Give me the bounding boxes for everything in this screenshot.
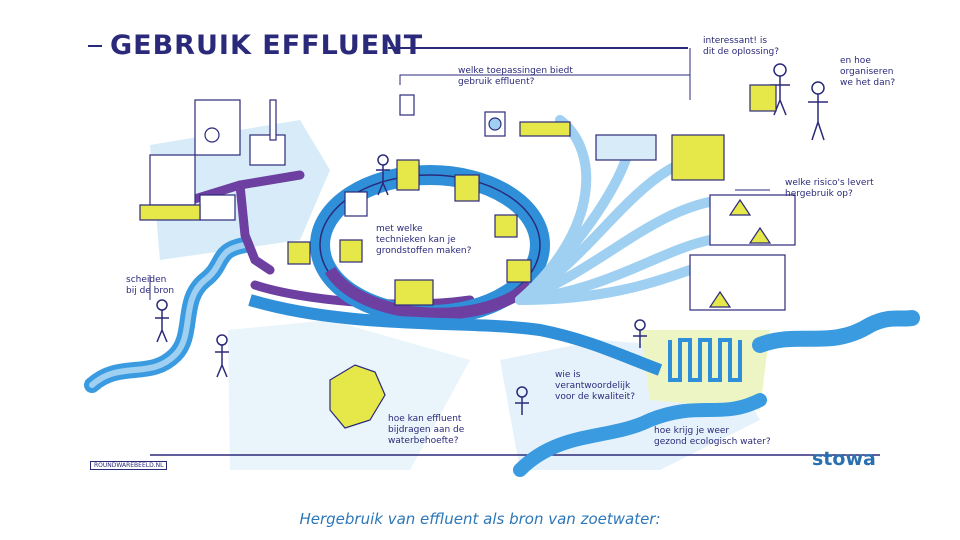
main-stream [248,294,663,376]
ring-nodes [287,159,532,306]
people [155,63,828,415]
illustrator-credit: ROUNDWAREBEELD.NL [90,461,168,470]
question-applications: welke toepassingen biedt gebruik effluen… [458,66,573,87]
question-ecology: hoe krijg je weer gezond ecologisch wate… [654,426,771,447]
question-techniques: met welke technieken kan je grondstoffen… [376,224,472,256]
callout-lines [149,48,770,300]
stowa-logo: stowa [812,448,876,470]
question-water-need: hoe kan effluent bijdragen aan de waterb… [388,414,465,446]
left-river-blue [89,242,248,388]
question-separate: scheiden bij de bron [126,275,175,296]
blue-streams [515,115,725,305]
central-ring [310,165,550,325]
title-area: GEBRUIK EFFLUENT [88,30,423,61]
question-solution: interessant! is dit de oplossing? [703,36,780,57]
bottom-river [513,393,767,477]
question-sign [749,84,777,112]
application-icons [399,94,571,137]
hospital-buildings [139,99,286,221]
right-river [752,310,920,353]
question-risks: welke risico's levert hergebruik op? [785,178,874,199]
page-title: GEBRUIK EFFLUENT [110,30,424,61]
title-dash [88,44,102,47]
question-organize: en hoe organiseren we het dan? [840,56,896,88]
slide-caption: Hergebruik van effluent als bron van zoe… [299,510,661,528]
netherlands-map [329,364,386,429]
right-panels [595,134,796,311]
title-rule [388,47,688,49]
question-responsible: wie is verantwoordelijk voor de kwalitei… [555,370,635,402]
treatment-wetland [668,338,742,382]
